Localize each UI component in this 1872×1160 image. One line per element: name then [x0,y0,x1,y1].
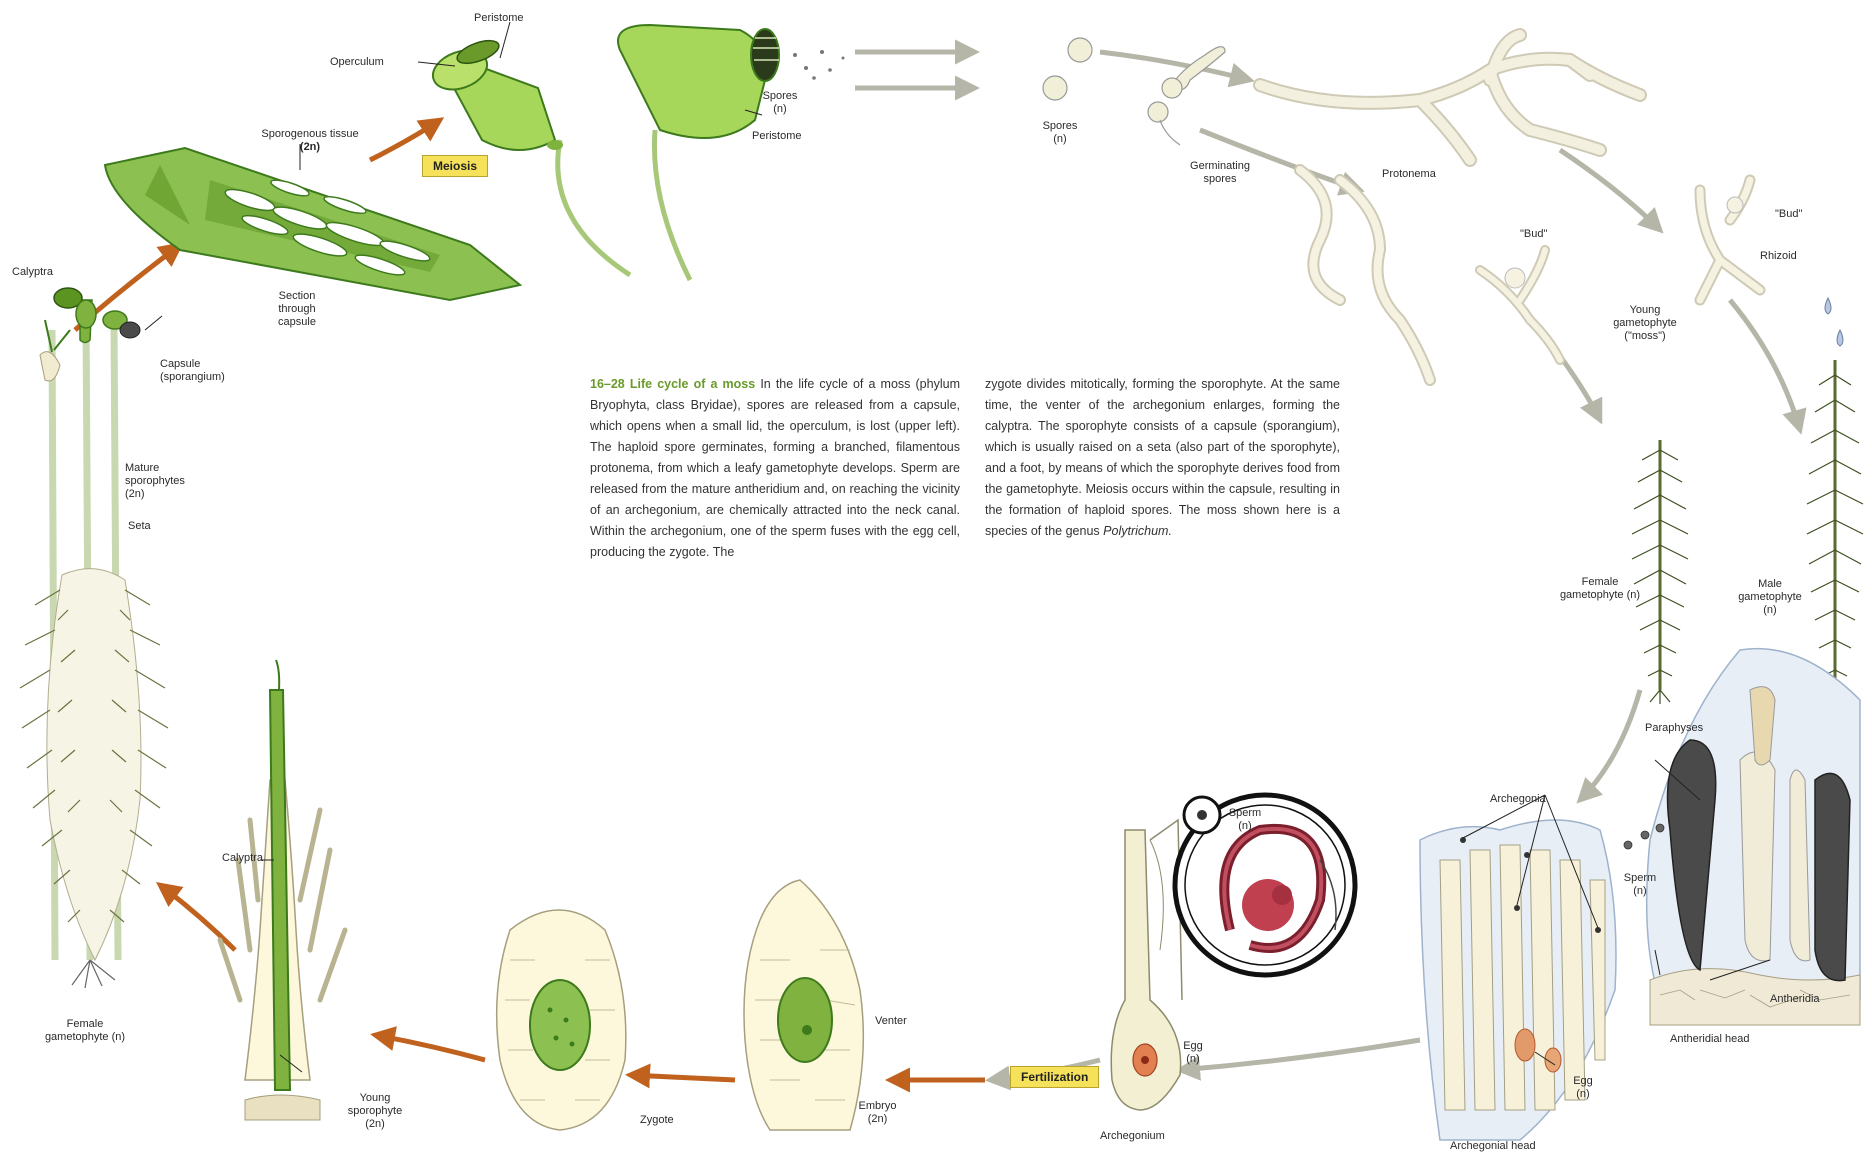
caption-genus: Polytrichum. [1103,524,1172,538]
arrow-gray-protonema-young [1560,150,1660,230]
label-protonema: Protonema [1382,168,1436,181]
arrow-orange-embryo-zygote [630,1075,735,1080]
water-drops-illustration [1825,298,1843,346]
label-sporogenous-ploidy: (2n) [255,141,365,154]
caption-figure-title: Life cycle of a moss [630,377,755,391]
label-germinating-spores: Germinating spores [1180,160,1260,186]
label-peristome-top: Peristome [474,12,524,25]
label-spores-2: Spores (n) [760,90,800,116]
label-male-gametophyte: Male gametophyte (n) [1730,578,1810,617]
caption-column-1: 16–28 Life cycle of a moss In the life c… [590,374,960,563]
male-gametophyte-illustration [1807,360,1863,717]
embryo-illustration [744,880,863,1130]
label-spores-1: Spores (n) [1040,120,1080,146]
arrow-gray-female-archegonial [1580,690,1640,800]
label-capsule: Capsule (sporangium) [160,358,230,384]
label-zygote: Zygote [640,1114,674,1127]
sperm-detail-illustration [1175,795,1355,975]
caption-figure-number: 16–28 [590,377,625,391]
label-venter: Venter [875,1015,907,1028]
female-gametophyte-right-illustration [1632,440,1688,704]
capsule-open-illustration [618,25,845,280]
label-egg-right: Egg (n) [1565,1075,1601,1101]
arrow-gray-archegonial-archegonium [1180,1040,1420,1070]
label-bud-right: "Bud" [1775,208,1802,221]
label-female-gametophyte-left: Female gametophyte (n) [40,1018,130,1044]
label-section-capsule: Section through capsule [272,290,322,329]
stage-fertilization: Fertilization [1010,1066,1099,1088]
label-egg-archegonium: Egg (n) [1175,1040,1211,1066]
label-sporogenous-tissue: Sporogenous tissue (2n) [255,128,365,154]
label-young-gametophyte: Young gametophyte ("moss") [1600,304,1690,343]
label-mature-sporophytes: Mature sporophytes (2n) [125,462,205,501]
label-calyptra-left: Calyptra [222,852,263,865]
caption-text-2: zygote divides mitotically, forming the … [985,377,1340,538]
label-young-sporophyte: Young sporophyte (2n) [340,1092,410,1131]
label-peristome-lower: Peristome [752,130,802,143]
archegonium-illustration [1111,820,1182,1110]
label-antheridia: Antheridia [1770,993,1820,1006]
label-operculum: Operculum [330,56,384,69]
label-female-gametophyte-right: Female gametophyte (n) [1555,576,1645,602]
label-archegonial-head: Archegonial head [1450,1140,1536,1153]
label-sperm-top: Sperm (n) [1225,807,1265,833]
label-sporogenous-tissue-text: Sporogenous tissue [261,128,358,140]
label-calyptra-top: Calyptra [12,266,53,279]
arrow-orange-zygote-young-sporophyte [375,1035,485,1060]
label-rhizoid: Rhizoid [1760,250,1797,263]
young-sporophyte-illustration [220,660,345,1120]
label-paraphyses: Paraphyses [1645,722,1703,735]
caption-text-1: In the life cycle of a moss (phylum Bryo… [590,377,960,559]
arrow-orange-young-to-female [160,885,235,950]
label-embryo: Embryo (2n) [855,1100,900,1126]
caption-column-2: zygote divides mitotically, forming the … [985,374,1340,542]
mature-sporophyte-illustration [20,288,168,988]
label-sperm-right: Sperm (n) [1620,872,1660,898]
label-archegonium: Archegonium [1100,1130,1165,1143]
antheridial-head-illustration [1624,649,1860,1025]
label-bud-left: "Bud" [1520,228,1547,241]
arrow-gray-spores-protonema [1100,52,1250,80]
label-antheridial-head: Antheridial head [1670,1033,1750,1046]
stage-meiosis: Meiosis [422,155,488,177]
zygote-illustration [497,910,626,1130]
arrow-orange-section-capsule [370,120,440,160]
arrow-gray-young-male [1730,300,1800,430]
label-seta: Seta [128,520,151,533]
label-archegonia: Archegonia [1490,793,1546,806]
